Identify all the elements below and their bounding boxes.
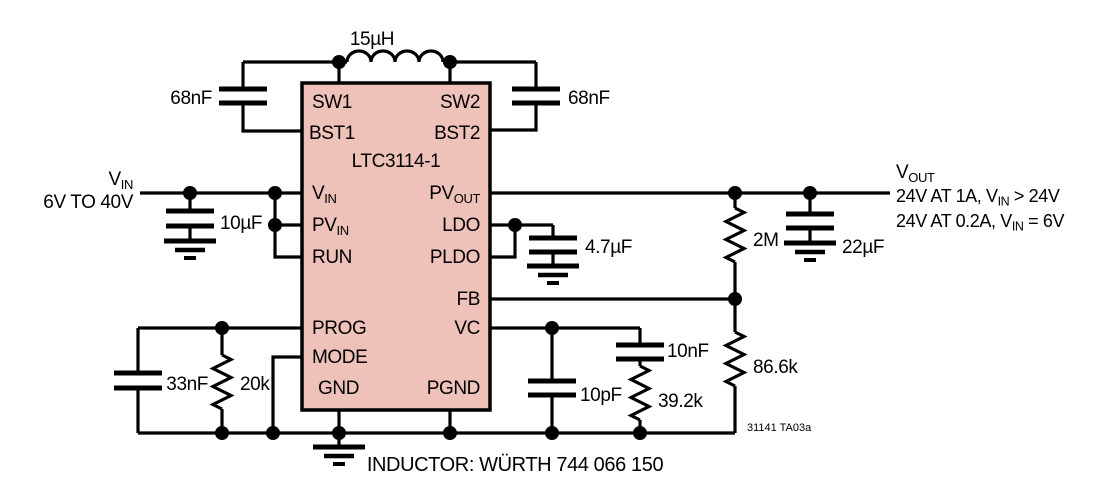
capacitor-bst2 (490, 62, 560, 132)
lead (241, 103, 302, 133)
pin-label-prog: PROG (312, 318, 366, 339)
resistor-2m (722, 193, 748, 299)
pin-label-mode: MODE (312, 347, 367, 368)
label-cap-10nf: 10nF (667, 341, 709, 362)
resistor-symbol (722, 330, 748, 388)
label-vout-spec1: 24V AT 1A, VIN > 24V (896, 186, 1060, 209)
label-inductor: 15µH (350, 29, 394, 50)
label-res-86k: 86.6k (753, 357, 798, 378)
capacitor-prog (114, 328, 162, 433)
pin-label-ldo: LDO (442, 215, 480, 236)
inductor-symbol (345, 49, 445, 63)
capacitor-bst1 (219, 62, 302, 133)
pin-label-pvin: PVIN (312, 215, 349, 238)
wire-pldo (490, 225, 517, 259)
capacitor-ldo (527, 225, 579, 285)
wire-run (273, 193, 302, 259)
junction-dots (183, 55, 817, 440)
pin-label-bst1: BST1 (309, 123, 355, 144)
resistor-symbol (209, 353, 235, 411)
pin-label-sw1: SW1 (312, 92, 352, 113)
io-labels: VIN 6V TO 40V VOUT 24V AT 1A, VIN > 24V … (43, 162, 1065, 234)
cap-plates (219, 86, 267, 106)
resistor-symbol (722, 206, 748, 264)
cap-plates (786, 211, 834, 231)
cap-plates (166, 208, 214, 229)
pin-label-vin: VIN (312, 183, 336, 206)
label-cap-input: 10µF (220, 213, 262, 234)
ic-body (300, 81, 492, 412)
ic-pin-labels: SW1 SW2 BST1 BST2 LTC3114-1 VIN PVOUT PV… (309, 92, 481, 399)
figure-id: 31141 TA03a (747, 422, 812, 434)
label-cap-prog: 33nF (166, 374, 208, 395)
inductor-note: INDUCTOR: WÜRTH 744 066 150 (367, 454, 664, 476)
capacitor-comp-10pf (528, 328, 576, 433)
cap-plates (512, 86, 560, 106)
cap-plates (528, 378, 576, 398)
cap-plates (114, 370, 162, 391)
pin-label-vc: VC (454, 318, 480, 339)
pin-label-gnd: GND (318, 378, 359, 399)
lead (490, 103, 538, 132)
cap-plates (616, 342, 664, 362)
capacitor-output (784, 193, 836, 262)
label-cap-bst2: 68nF (568, 88, 610, 109)
label-vout-spec2: 24V AT 0.2A, VIN = 6V (896, 211, 1064, 234)
inductor-coil (345, 49, 445, 63)
label-res-prog: 20k (240, 374, 270, 395)
pin-label-pgnd: PGND (427, 378, 480, 399)
label-cap-10pf: 10pF (580, 385, 622, 406)
label-vin: VIN (109, 169, 133, 192)
capacitor-comp-10nf (616, 328, 664, 366)
component-labels: 15µH 68nF 68nF 10µF 4.7µF 22µF 2M 86.6k … (166, 29, 884, 412)
label-vin-range: 6V TO 40V (43, 192, 133, 213)
label-cap-bst1: 68nF (170, 88, 212, 109)
pin-label-bst2: BST2 (434, 123, 480, 144)
label-res-39k: 39.2k (658, 391, 703, 412)
resistor-symbol (627, 364, 653, 422)
capacitor-input (164, 193, 216, 260)
label-cap-output: 22µF (842, 237, 884, 258)
cap-plates (529, 235, 577, 255)
label-cap-ldo: 4.7µF (585, 237, 632, 258)
resistor-86k (722, 299, 748, 433)
resistor-prog (209, 328, 235, 433)
wire-mode (271, 355, 302, 433)
pin-label-fb: FB (457, 289, 480, 310)
ic-title: LTC3114-1 (352, 151, 441, 172)
label-vout: VOUT (896, 162, 935, 185)
resistor-comp-39k (627, 364, 653, 433)
pin-label-pldo: PLDO (430, 247, 480, 268)
pin-label-sw2: SW2 (440, 92, 480, 113)
label-res-2m: 2M (753, 230, 779, 251)
pin-label-run: RUN (312, 247, 352, 268)
pin-label-pvout: PVOUT (429, 183, 480, 206)
